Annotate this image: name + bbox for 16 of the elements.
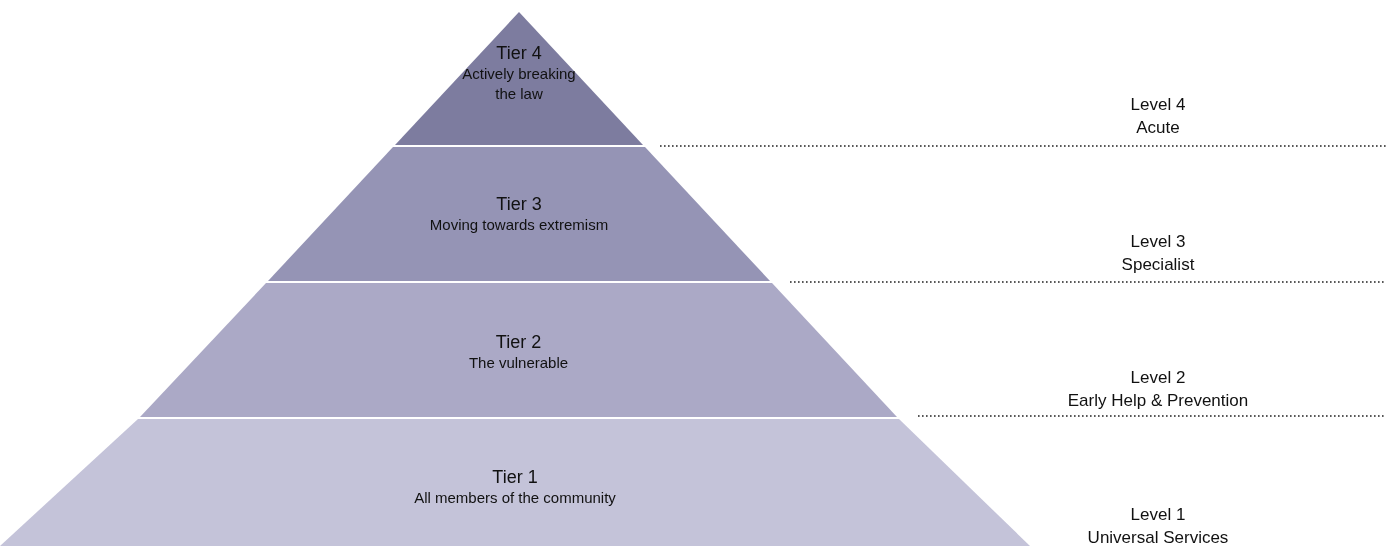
tier-description: All members of the community bbox=[413, 488, 617, 508]
level-label: Early Help & Prevention bbox=[1066, 390, 1250, 412]
level-label: Level 3 bbox=[1129, 231, 1187, 253]
tier-title: Tier 3 bbox=[495, 193, 543, 215]
tier-description: Actively breaking the law bbox=[461, 64, 577, 104]
tier-description: The vulnerable bbox=[467, 353, 570, 373]
level-label: Level 1 bbox=[1129, 504, 1187, 526]
tier-description: Moving towards extremism bbox=[428, 215, 610, 235]
level-label: Level 4 bbox=[1129, 94, 1187, 116]
level-label: Acute bbox=[1135, 117, 1181, 139]
tier-title: Tier 2 bbox=[494, 331, 543, 353]
level-label: Universal Services bbox=[1086, 527, 1230, 546]
tier-title: Tier 4 bbox=[495, 42, 543, 64]
tier-title: Tier 1 bbox=[491, 466, 539, 488]
level-label: Specialist bbox=[1120, 254, 1196, 276]
level-label: Level 2 bbox=[1129, 367, 1187, 389]
